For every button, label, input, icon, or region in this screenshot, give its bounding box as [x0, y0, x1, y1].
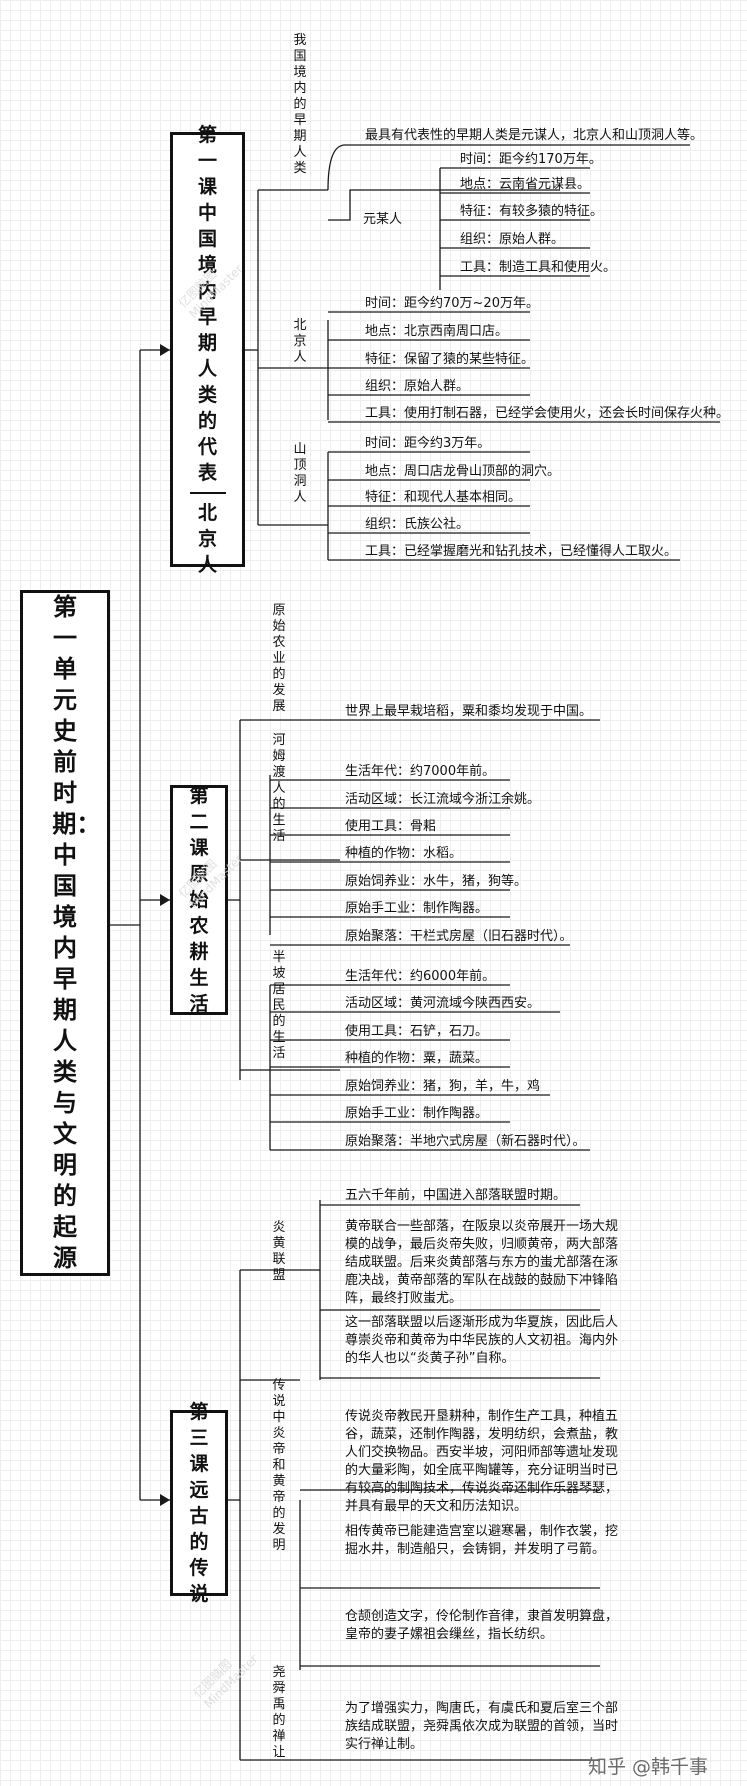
- lesson-1-topic[interactable]: 第一课中国境内早期人类的代表 北京人: [170, 124, 245, 576]
- lesson-3-topic[interactable]: 第三课远古的传说: [170, 1401, 228, 1605]
- leaf-text[interactable]: 原始聚落：干栏式房屋（旧石器时代）。: [345, 929, 573, 944]
- leaf-text[interactable]: 世界上最早栽培稻，粟和黍均发现于中国。: [345, 704, 593, 719]
- branch-label[interactable]: 传说中炎帝和黄帝的发明: [272, 1378, 286, 1553]
- branch-label[interactable]: 原始农业的发展: [272, 603, 286, 714]
- leaf-text[interactable]: 种植的作物：粟，蔬菜。: [345, 1051, 489, 1066]
- branch-label[interactable]: 元某人: [363, 212, 403, 227]
- leaf-text[interactable]: 工具：使用打制石器，已经学会使用火，还会长时间保存火种。: [365, 406, 730, 421]
- leaf-text[interactable]: 种植的作物：水稻。: [345, 846, 463, 861]
- lesson-2-title: 第二课原始农耕生活: [189, 785, 209, 1015]
- leaf-text[interactable]: 特征：和现代人基本相同。: [365, 490, 522, 505]
- leaf-text[interactable]: 特征：保留了猿的某些特征。: [365, 352, 535, 367]
- lesson-2-topic[interactable]: 第二课原始农耕生活: [170, 785, 228, 1015]
- leaf-text[interactable]: 相传黄帝已能建造宫室以避寒暑，制作衣裳，挖掘水井，制造船只，会铸铜，并发明了弓箭…: [345, 1524, 619, 1557]
- leaf-text[interactable]: 组织：原始人群。: [365, 379, 470, 394]
- leaf-text[interactable]: 活动区域：黄河流域今陕西西安。: [345, 996, 541, 1011]
- leaf-text[interactable]: 为了增强实力，陶唐氏，有虞氏和夏后室三个部族结成联盟，尧舜禹依次成为联盟的首领，…: [345, 1701, 619, 1752]
- leaf-text[interactable]: 五六千年前，中国进入部落联盟时期。: [345, 1188, 567, 1203]
- footer-credit: 知乎 @韩千事: [588, 1756, 709, 1778]
- title-separator: [189, 491, 226, 494]
- branch-label[interactable]: 炎黄联盟: [272, 1220, 286, 1283]
- leaf-text[interactable]: 时间：距今约170万年。: [460, 152, 602, 167]
- lesson-1-subtitle: 北京人: [197, 501, 217, 576]
- leaf-text[interactable]: 原始饲养业：猪，狗，羊，牛，鸡: [345, 1079, 541, 1094]
- branch-label[interactable]: 山顶洞人: [293, 442, 307, 505]
- leaf-text[interactable]: 这一部落联盟以后逐渐形成为华夏族，因此后人尊崇炎帝和黄帝为中华民族的人文初祖。海…: [345, 1315, 619, 1366]
- leaf-text[interactable]: 生活年代：约7000年前。: [345, 764, 496, 779]
- leaf-text[interactable]: 地点：云南省元谋县。: [460, 177, 591, 192]
- leaf-text[interactable]: 仓颉创造文字，伶伦制作音律，隶首发明算盘，皇帝的妻子嫘祖会缫丝，指长纺织。: [345, 1609, 619, 1642]
- branch-label[interactable]: 半坡居民的生活: [272, 950, 286, 1061]
- lesson-3-title: 第三课远古的传说: [189, 1401, 209, 1605]
- leaf-text[interactable]: 工具：已经掌握磨光和钻孔技术，已经懂得人工取火。: [365, 544, 678, 559]
- branch-label[interactable]: 尧舜禹的禅让: [272, 1665, 286, 1760]
- leaf-text[interactable]: 工具：制造工具和使用火。: [460, 260, 617, 275]
- root-title: 第一单元史前时期：中国境内早期人类与文明的起源: [52, 593, 101, 1272]
- leaf-text[interactable]: 时间：距今约70万~20万年。: [365, 296, 539, 311]
- leaf-text[interactable]: 黄帝联合一些部落，在阪泉以炎帝展开一场大规模的战争，最后炎帝失败，归顺黄帝，两大…: [345, 1219, 619, 1306]
- leaf-text[interactable]: 原始饲养业：水牛，猪，狗等。: [345, 874, 528, 889]
- leaf-text[interactable]: 地点：北京西南周口店。: [365, 324, 509, 339]
- leaf-text[interactable]: 生活年代：约6000年前。: [345, 969, 496, 984]
- root-topic[interactable]: 第一单元史前时期：中国境内早期人类与文明的起源: [20, 590, 110, 1276]
- leaf-text[interactable]: 活动区域：长江流域今浙江余姚。: [345, 792, 541, 807]
- leaf-text[interactable]: 地点：周口店龙骨山顶部的洞穴。: [365, 464, 561, 479]
- leaf-text[interactable]: 使用工具：石铲，石刀。: [345, 1024, 489, 1039]
- leaf-text[interactable]: 时间：距今约3万年。: [365, 436, 491, 451]
- branch-label[interactable]: 我国境内的早期人类: [293, 33, 307, 176]
- leaf-text[interactable]: 传说炎帝教民开垦耕种，制作生产工具，种植五谷，蔬菜，还制作陶器，发明纺织，会煮盐…: [345, 1409, 619, 1514]
- leaf-text[interactable]: 原始手工业：制作陶器。: [345, 901, 489, 916]
- leaf-text[interactable]: 原始聚落：半地穴式房屋（新石器时代）。: [345, 1134, 586, 1149]
- branch-label[interactable]: 河姆渡人的生活: [272, 733, 286, 844]
- leaf-text[interactable]: 使用工具：骨耜: [345, 819, 437, 834]
- leaf-text[interactable]: 原始手工业：制作陶器。: [345, 1106, 489, 1121]
- lesson-1-title: 第一课中国境内早期人类的代表: [197, 123, 217, 484]
- leaf-text[interactable]: 组织：氏族公社。: [365, 517, 470, 532]
- leaf-text[interactable]: 特征：有较多猿的特征。: [460, 204, 604, 219]
- branch-label[interactable]: 北京人: [293, 318, 307, 365]
- leaf-text[interactable]: 组织：原始人群。: [460, 232, 565, 247]
- leaf-text[interactable]: 最具有代表性的早期人类是元谋人，北京人和山顶洞人等。: [365, 128, 704, 143]
